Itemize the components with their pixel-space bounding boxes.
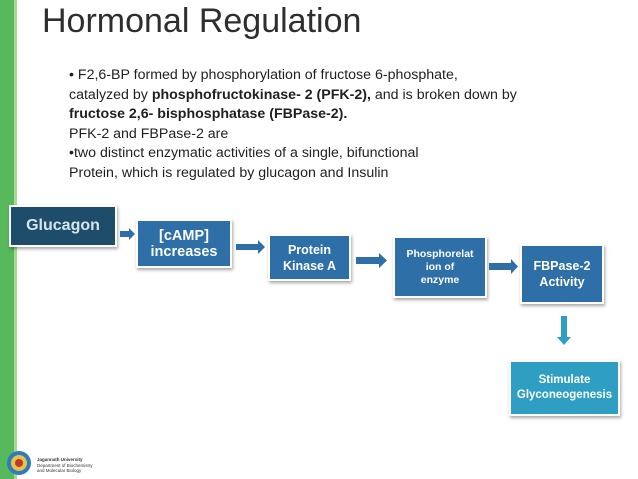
- bullet2-line2: Protein, which is regulated by glucagon …: [69, 164, 389, 181]
- phos-label-1: Phosphorelat: [406, 247, 474, 260]
- bullet1-bold-b: fructose 2,6- bisphosphatase (FBPase-2).: [69, 106, 348, 123]
- logo-line-2: Department of Biochemistry: [37, 462, 93, 468]
- camp-box: [cAMP] increases: [136, 219, 232, 268]
- phos-label-3: enzyme: [420, 273, 460, 286]
- logo-line-3: and Molecular Biology: [37, 468, 82, 473]
- camp-label-2: increases: [150, 243, 218, 260]
- pka-box: Protein Kinase A: [268, 234, 351, 281]
- glucagon-label: Glucagon: [26, 217, 100, 234]
- glucagon-box: Glucagon: [9, 205, 117, 247]
- fbpase-box: FBPase-2 Activity: [520, 244, 604, 304]
- arrow-fbpase-to-stimulate-icon: [557, 316, 571, 345]
- arrow-pka-to-phos-icon: [356, 253, 387, 268]
- arrow-glucagon-to-camp-icon: [120, 228, 135, 240]
- phos-label-2: ion of: [425, 260, 455, 273]
- fbpase-label-1: FBPase-2: [533, 259, 591, 273]
- logo-line-1: Jagannath University: [37, 457, 83, 462]
- slide-title: Hormonal Regulation: [42, 2, 362, 40]
- accent-bar: [0, 0, 14, 479]
- bullet1-line3: fructose 2,6- bisphosphatase (FBPase-2).: [69, 105, 609, 125]
- bullet1-text-c: and is broken down by: [370, 86, 517, 103]
- pka-label-1: Protein: [287, 242, 332, 257]
- bullet-text: • F2,6-BP formed by phosphorylation of f…: [69, 66, 609, 184]
- arrow-phos-to-fbpase-icon: [489, 259, 518, 274]
- stimulate-box: Stimulate Glyconeogenesis: [509, 360, 620, 416]
- bullet1-line1: • F2,6-BP formed by phosphorylation of f…: [69, 67, 458, 83]
- camp-label-1: [cAMP]: [159, 227, 209, 244]
- university-name: Jagannath University Department of Bioch…: [37, 457, 93, 474]
- arrow-camp-to-pka-icon: [236, 240, 265, 254]
- bullet2-line1: •two distinct enzymatic activities of a …: [69, 145, 419, 162]
- pka-label-2: Kinase A: [282, 258, 337, 273]
- bullet1-text-a: catalyzed by: [69, 86, 152, 103]
- phosphorylation-box: Phosphorelat ion of enzyme: [393, 236, 487, 298]
- fbpase-label-2: Activity: [539, 275, 585, 289]
- bullet1-bold-a: phosphofructokinase- 2 (PFK-2),: [151, 86, 371, 103]
- stim-label-1: Stimulate: [538, 374, 591, 386]
- bullet1-line2: catalyzed by phosphofructokinase- 2 (PFK…: [69, 86, 609, 106]
- stim-label-2: Glyconeogenesis: [516, 389, 613, 401]
- line4: PFK-2 and FBPase-2 are: [69, 125, 229, 142]
- university-logo-icon: [7, 451, 31, 475]
